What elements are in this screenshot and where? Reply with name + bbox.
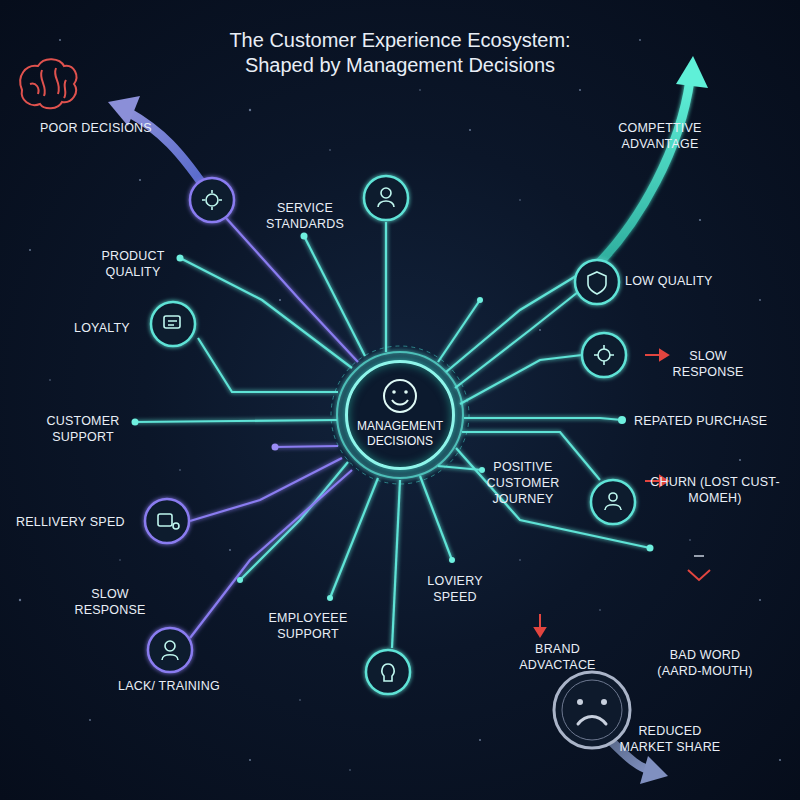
smiley-icon (348, 363, 452, 467)
sad-face (562, 680, 622, 740)
outcome-label: REPATED PURCHASE (634, 413, 784, 429)
outcome-label: CUSTOMER SUPPORT (28, 413, 138, 445)
hub-circle: MANAGEMENT DECISIONS (345, 360, 455, 470)
sad-face (601, 699, 607, 705)
sad-face (578, 717, 606, 725)
sad-face (554, 672, 630, 748)
hub-ring (337, 352, 463, 478)
outcome-label: LACK/ TRAINING (118, 678, 248, 694)
end-dot (272, 444, 279, 451)
brain-icon (20, 59, 76, 108)
outcome-label: LOVIERY SPEED (415, 573, 495, 605)
smiley-mouth (392, 400, 408, 405)
outcome-label: LOW QUALITY (625, 273, 745, 289)
outcome-label: RELLIVERY SPED (16, 514, 146, 530)
outcome-label: BRAND ADVACTACE (510, 641, 605, 673)
smiley-eye (392, 390, 396, 394)
tick-mark (694, 555, 704, 557)
smiley-eye (404, 390, 408, 394)
outcome-label: CHURN (LOST CUST-MOMEH) (650, 474, 780, 506)
outcome-label: POOR DECISIONS (40, 120, 170, 136)
outcome-label: POSITIVE CUSTOMER JOURNEY (468, 459, 578, 507)
hub-label: MANAGEMENT DECISIONS (350, 419, 450, 449)
outcome-label: BAD WORD (AARD-MOUTH) (650, 647, 760, 679)
arrow-head (640, 756, 668, 784)
outcome-label: SERVICE STANDARDS (255, 200, 355, 232)
outcome-label: COMPETTIVE ADVANTAGE (600, 120, 720, 152)
stars (19, 39, 781, 771)
icon-glyphs (158, 188, 621, 681)
outcome-label: PRODUCT QUALITY (88, 248, 178, 280)
connector-lines (190, 218, 358, 638)
connector-lines (135, 222, 650, 648)
outcome-label: EMPLOYEEE SUPPORT (250, 610, 366, 642)
end-dots (132, 233, 654, 602)
sad-face (577, 699, 583, 705)
smiley-face (384, 380, 416, 412)
icon-circles (151, 176, 635, 694)
outcome-label: REDUCED MARKET SHARE (610, 723, 730, 755)
red-indicators (535, 350, 710, 636)
outcome-label: LOYALTY (74, 320, 154, 336)
outcome-label: SLOW RESPONSE (663, 348, 753, 380)
outcome-label: SLOW RESPONSE (60, 586, 160, 618)
arrow-head (676, 56, 708, 88)
outcome-arrow (600, 80, 690, 262)
diagram-title: The Customer Experience Ecosystem: Shape… (210, 28, 590, 78)
